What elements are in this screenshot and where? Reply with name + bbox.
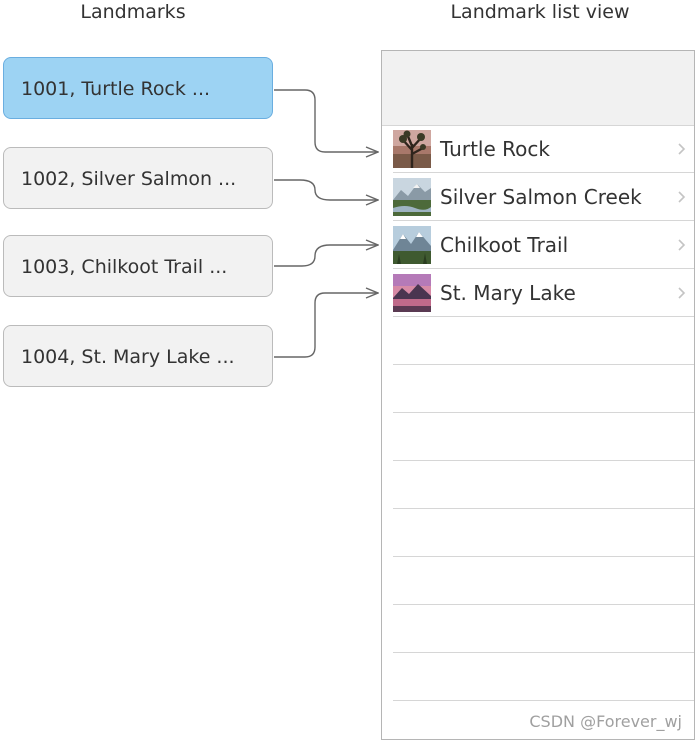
list-row-silver-salmon-creek[interactable]: Silver Salmon Creek [382,173,694,221]
empty-row-separator [393,412,694,413]
chevron-right-icon [678,239,686,251]
mountain-creek-thumbnail [393,178,431,216]
chevron-right-icon [678,191,686,203]
list-row-chilkoot-trail[interactable]: Chilkoot Trail [382,221,694,269]
record-label: 1002, Silver Salmon ... [21,168,237,190]
navigation-bar [382,51,694,126]
empty-row-separator [393,508,694,509]
landmark-record-1002[interactable]: 1002, Silver Salmon ... [3,147,273,209]
empty-row-separator [393,556,694,557]
record-label: 1001, Turtle Rock ... [21,78,211,100]
landmark-list-view: Turtle Rock Silver Salmon Creek [381,50,695,740]
empty-row-separator [393,460,694,461]
record-label: 1004, St. Mary Lake ... [21,346,235,368]
connector-1003-to-chilkoot [274,245,378,267]
connector-1002-to-silver-salmon [274,179,378,200]
connector-1004-to-st-mary [274,293,378,358]
row-title: Silver Salmon Creek [440,185,642,209]
connector-1001-to-turtle-rock [274,89,378,152]
desert-tree-thumbnail [393,130,431,168]
landmarks-heading: Landmarks [80,1,186,23]
empty-row-separator [393,652,694,653]
row-title: St. Mary Lake [440,281,576,305]
landmark-record-1004[interactable]: 1004, St. Mary Lake ... [3,325,273,387]
watermark: CSDN @Forever_wj [529,712,682,731]
list-view-heading: Landmark list view [450,1,630,23]
landmark-record-1001[interactable]: 1001, Turtle Rock ... [3,57,273,119]
snowy-mountains-thumbnail [393,226,431,264]
record-label: 1003, Chilkoot Trail ... [21,256,228,278]
landmark-record-1003[interactable]: 1003, Chilkoot Trail ... [3,235,273,297]
row-title: Turtle Rock [440,137,550,161]
list-row-st-mary-lake[interactable]: St. Mary Lake [382,269,694,317]
row-title: Chilkoot Trail [440,233,569,257]
empty-row-separator [393,364,694,365]
chevron-right-icon [678,287,686,299]
sunset-lake-thumbnail [393,274,431,312]
empty-row-separator [393,604,694,605]
empty-row-separator [393,700,694,701]
chevron-right-icon [678,143,686,155]
list-row-turtle-rock[interactable]: Turtle Rock [382,125,694,173]
